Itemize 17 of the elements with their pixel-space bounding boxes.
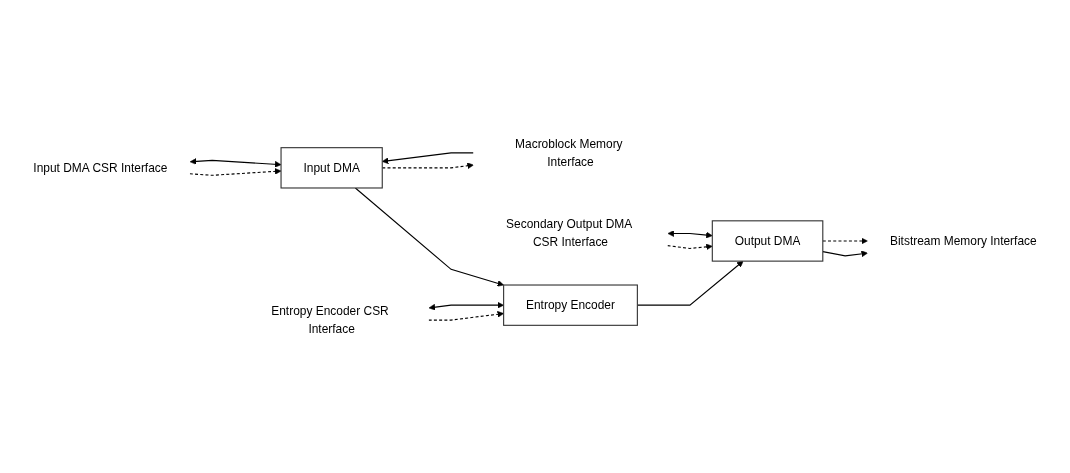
node-text: Input DMA CSR Interface bbox=[33, 161, 168, 174]
node-text: Bitstream Memory Interface bbox=[889, 234, 1037, 247]
arrow bbox=[428, 311, 504, 321]
node-text: Entropy Encoder CSR Interface bbox=[271, 304, 389, 336]
node-text: Secondary Output DMA CSR Interface bbox=[506, 217, 632, 249]
arrow bbox=[822, 237, 868, 245]
node-text: Macroblock Memory Interface bbox=[515, 137, 623, 168]
arrow bbox=[354, 187, 504, 287]
arrow bbox=[189, 158, 282, 168]
node-box: Output DMA bbox=[711, 220, 824, 262]
arrow bbox=[428, 301, 504, 311]
arrow bbox=[666, 243, 713, 251]
node-box: Input DMA bbox=[280, 147, 383, 189]
arrow bbox=[822, 250, 868, 258]
arrow bbox=[667, 230, 713, 239]
arrow bbox=[189, 168, 282, 176]
node-box: Entropy Encoder bbox=[503, 284, 638, 326]
